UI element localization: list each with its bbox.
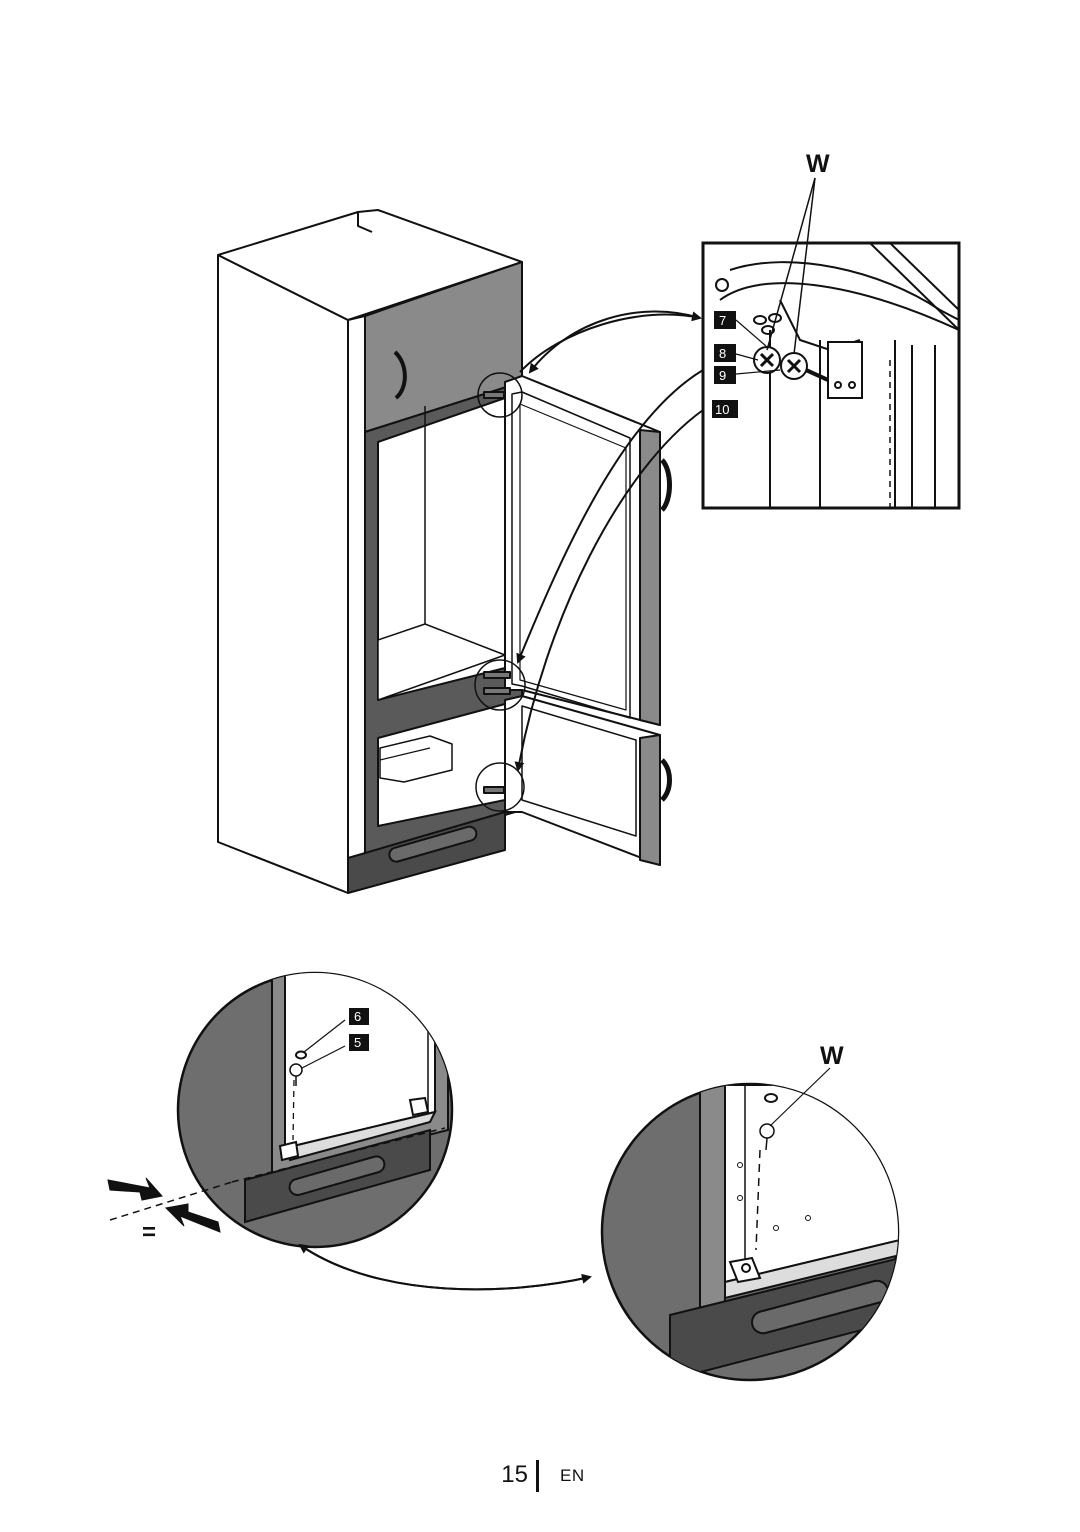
svg-text:5: 5: [354, 1035, 361, 1050]
footer-divider: [536, 1460, 539, 1492]
callout-letter-bottom: W: [820, 1042, 844, 1070]
part-tag-6: 6: [349, 1008, 369, 1025]
reference-arrow-bottom: [298, 1243, 592, 1291]
fridge-cabinet-illustration: [217, 209, 523, 894]
svg-text:8: 8: [719, 346, 726, 361]
part-tag-9: 9: [714, 366, 736, 384]
plinth-detail-left: [176, 971, 454, 1249]
svg-text:9: 9: [719, 368, 726, 383]
screw-icon: [780, 352, 829, 382]
equal-spacing-symbol: =: [142, 1219, 156, 1246]
svg-text:7: 7: [719, 313, 726, 328]
door-panels-illustration: [474, 372, 672, 866]
page-footer: 15 EN: [0, 1458, 1080, 1498]
language-code: EN: [560, 1466, 585, 1485]
equal-spacing-arrows: [107, 1177, 233, 1233]
screw-icon: [759, 1123, 775, 1151]
reference-arrows-top: [514, 310, 704, 772]
screw-icon: [289, 1063, 303, 1086]
screw-icon: [753, 346, 781, 374]
hinge-detail-box: [701, 177, 961, 510]
part-tag-7: 7: [714, 311, 736, 329]
part-tag-5: 5: [349, 1034, 369, 1051]
svg-text:6: 6: [354, 1009, 361, 1024]
page-number: 15: [501, 1461, 528, 1488]
plinth-detail-right: [600, 1067, 900, 1382]
part-tag-8: 8: [714, 344, 736, 362]
part-tag-10: 10: [712, 400, 738, 418]
svg-text:10: 10: [715, 402, 729, 417]
callout-letter-top: W: [806, 150, 830, 178]
